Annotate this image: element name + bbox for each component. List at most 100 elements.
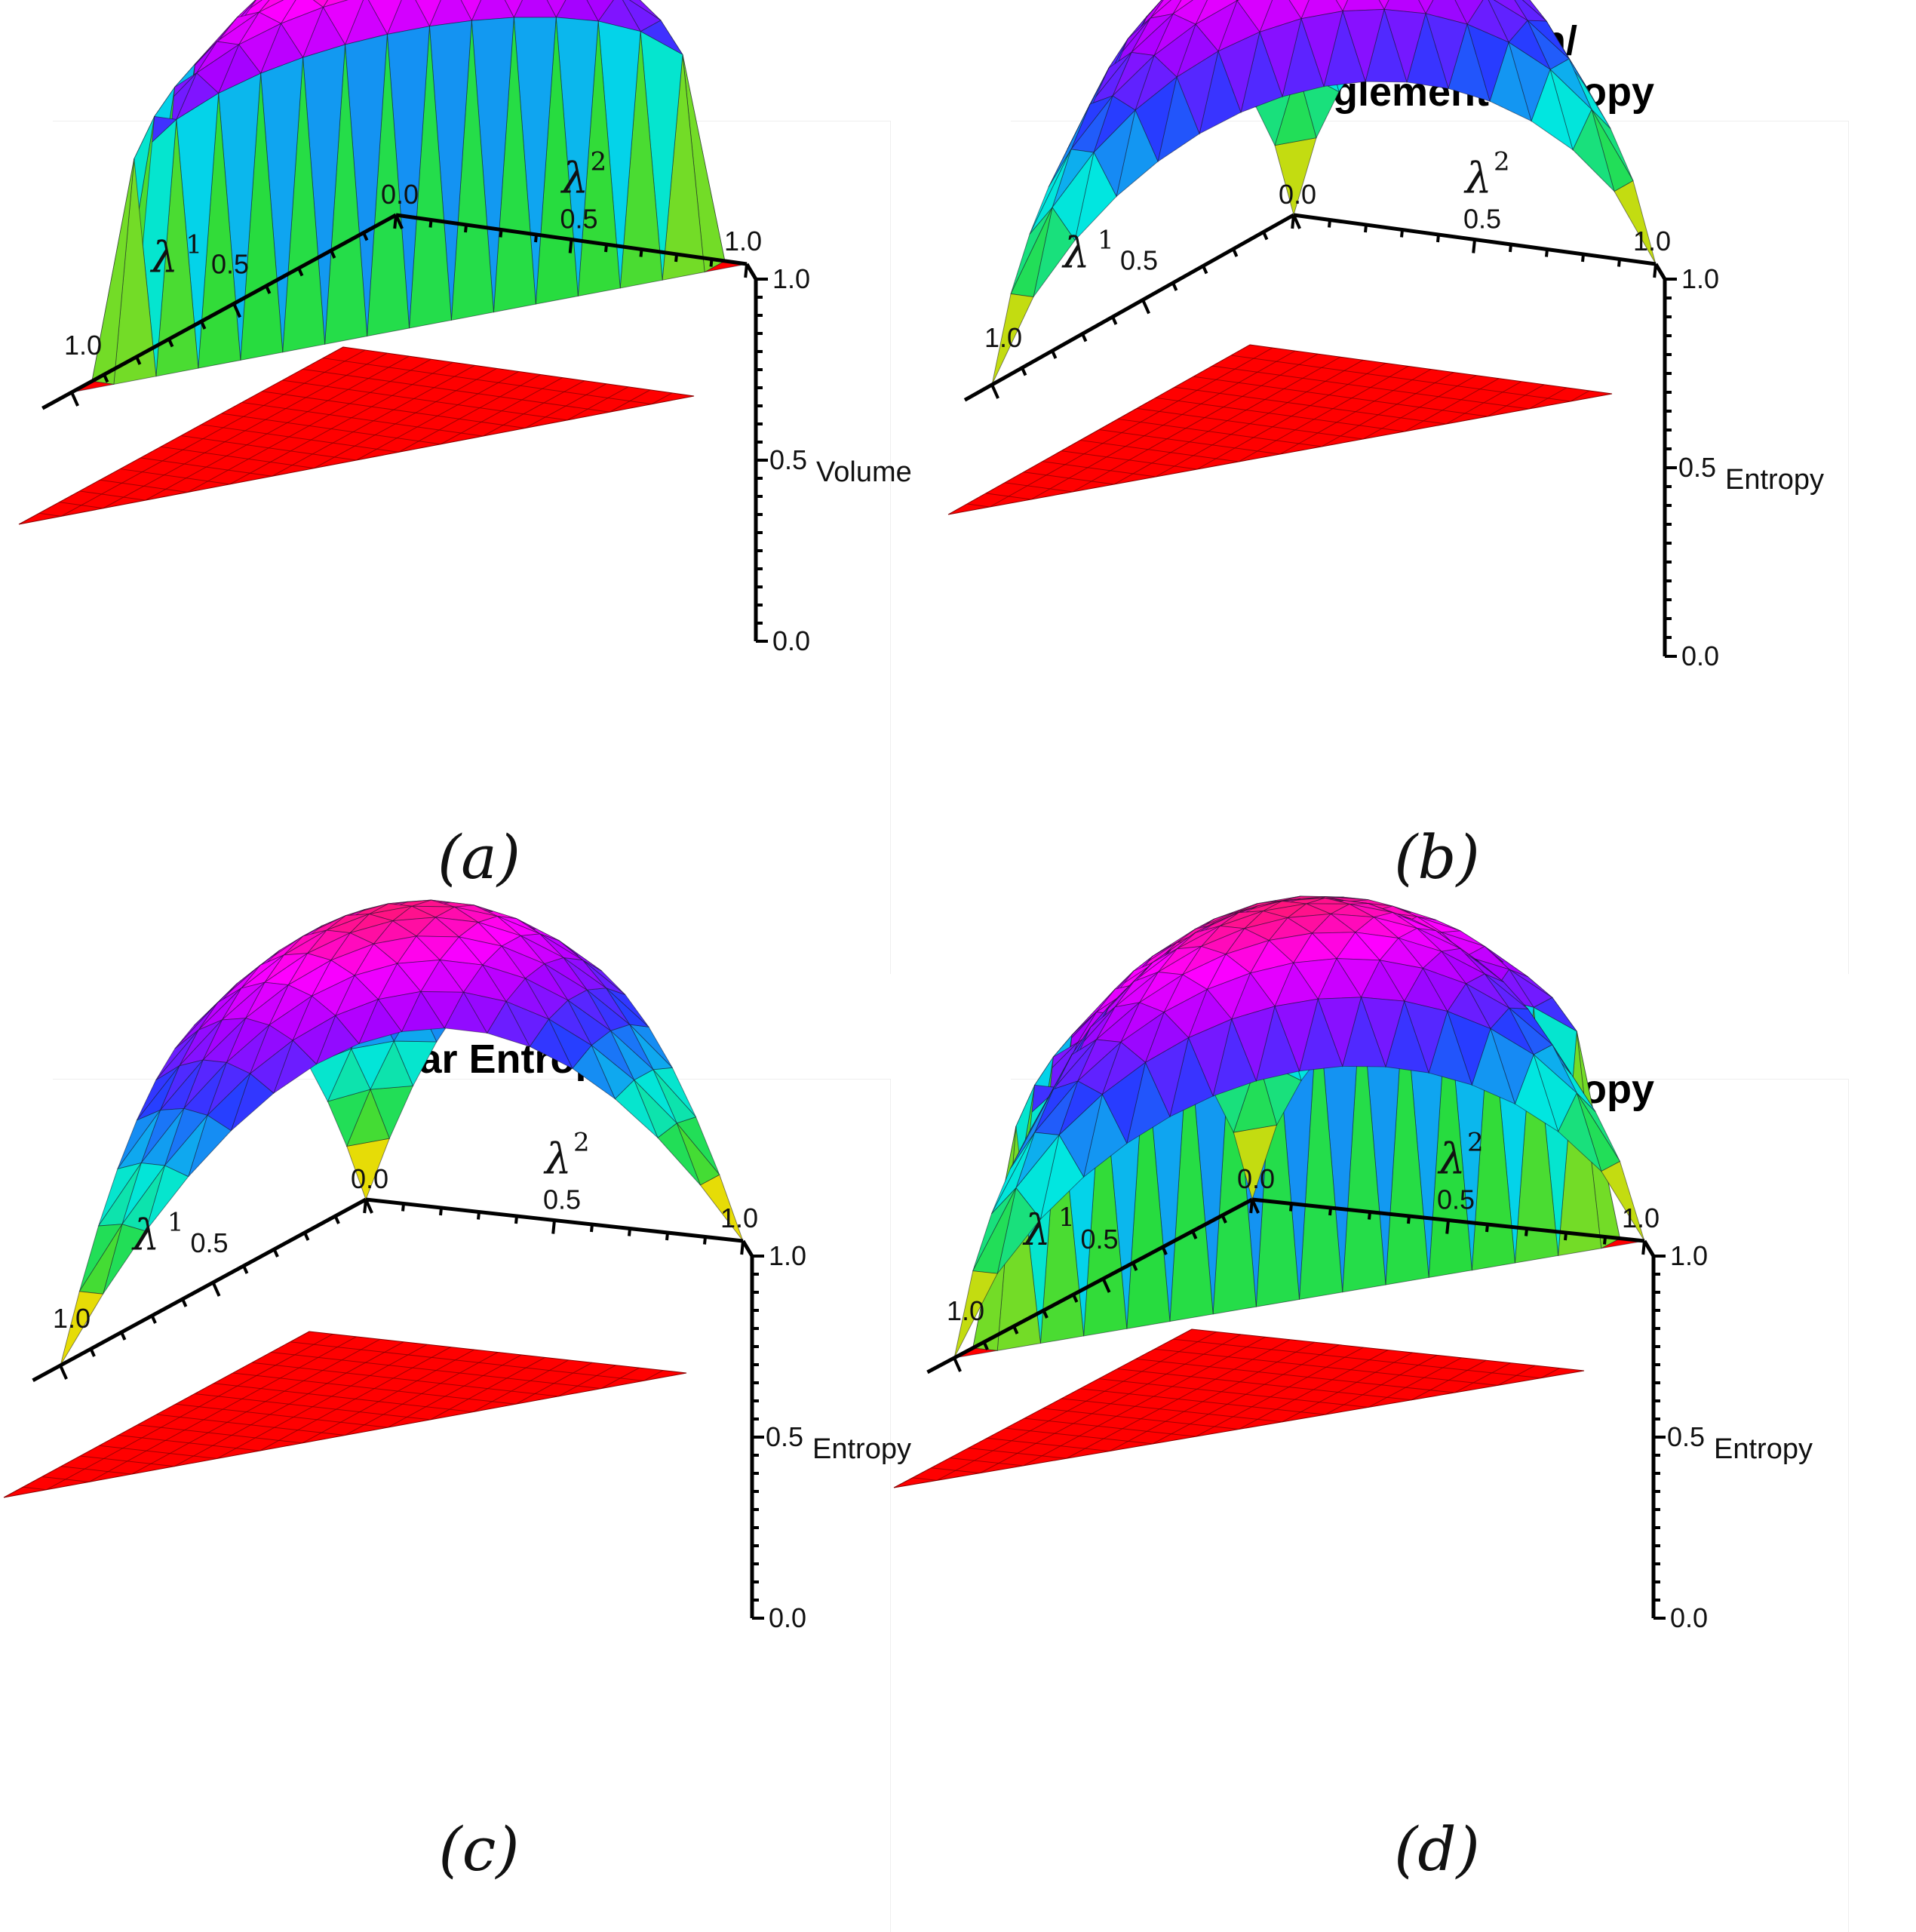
panel-caption: (c) — [0, 1814, 958, 1884]
lambda2-axis-label: λ — [1463, 155, 1492, 204]
lambda1-tick-label: 0.5 — [190, 1227, 228, 1258]
lambda1-tick-label: 0.0 — [1279, 179, 1316, 210]
lambda2-tick — [591, 1224, 592, 1232]
lambda2-axis-label: λ — [560, 155, 589, 204]
axis-corner — [747, 264, 756, 279]
panel-caption: (b) — [958, 822, 1916, 892]
base-face — [948, 345, 1612, 514]
panel-a: Volume 1.00.50.0λ10.51.0λ21.00.5Volume0.… — [0, 0, 958, 958]
lambda1-tick — [275, 1249, 278, 1257]
panel-caption: (d) — [958, 1814, 1916, 1884]
lambda2-tick — [364, 1199, 366, 1213]
z-tick-label: 0.5 — [766, 1421, 803, 1452]
lambda1-axis-label: λ — [150, 234, 179, 283]
lambda2-axis-superscript: 2 — [591, 147, 607, 177]
lambda1-axis-superscript: 1 — [186, 230, 202, 260]
z-tick-label: 1.0 — [769, 1240, 806, 1271]
lambda1-tick — [336, 1216, 339, 1224]
z-tick-label: 0.5 — [1667, 1421, 1705, 1452]
lambda2-tick-label: 1.0 — [1622, 1203, 1660, 1233]
z-axis-label: Volume — [816, 456, 912, 488]
lambda2-tick — [1251, 1199, 1252, 1213]
lambda1-tick — [1022, 368, 1026, 376]
lambda1-axis-superscript: 1 — [167, 1207, 184, 1237]
lambda2-tick — [1526, 1229, 1527, 1236]
lambda1-axis-superscript: 1 — [1058, 1203, 1075, 1233]
lambda2-axis-label: λ — [1437, 1135, 1466, 1184]
z-tick-label: 0.5 — [769, 444, 807, 475]
lambda2-tick — [1654, 264, 1656, 278]
base-triangle — [948, 345, 1612, 514]
lambda2-tick — [1565, 1233, 1566, 1240]
lambda2-tick — [1365, 225, 1366, 232]
z-axis-label: Entropy — [1725, 464, 1824, 496]
lambda2-tick-label: 0.5 — [1463, 204, 1501, 235]
lambda1-tick — [1113, 317, 1116, 324]
lambda1-tick-label: 0.0 — [351, 1163, 388, 1194]
lambda2-tick — [570, 240, 572, 253]
lambda1-tick — [60, 1365, 66, 1379]
lambda1-axis-label: λ — [1022, 1206, 1051, 1255]
z-tick-label: 1.0 — [1681, 263, 1719, 294]
lambda2-tick — [1329, 220, 1330, 228]
lambda1-axis-label: λ — [131, 1211, 160, 1260]
lambda1-tick-label: 1.0 — [64, 330, 102, 361]
lambda1-tick-label: 0.0 — [381, 179, 419, 210]
lambda2-tick — [1330, 1208, 1331, 1215]
lambda1-tick — [1052, 351, 1056, 358]
lambda2-tick — [501, 230, 502, 238]
lambda2-tick-label: 1.0 — [724, 226, 762, 256]
z-tick-label: 0.0 — [1670, 1602, 1708, 1633]
lambda1-tick — [72, 392, 78, 406]
lambda2-tick — [1292, 215, 1294, 229]
lambda2-tick — [516, 1216, 517, 1224]
lambda2-tick — [711, 260, 712, 267]
z-axis-label: Entropy — [1714, 1433, 1813, 1465]
lambda1-tick — [1203, 266, 1207, 274]
lambda2-tick — [1643, 1241, 1644, 1255]
lambda1-tick — [1264, 232, 1267, 240]
lambda2-tick-label: 0.5 — [560, 204, 597, 235]
axis-corner — [1644, 1241, 1653, 1256]
lambda2-tick — [629, 1229, 630, 1236]
lambda2-axis-label: λ — [543, 1135, 572, 1184]
lambda2-tick — [742, 1241, 743, 1255]
lambda1-tick-label: 0.5 — [1120, 245, 1158, 276]
z-axis-label: Entropy — [812, 1433, 911, 1465]
z-tick-label: 1.0 — [772, 263, 810, 294]
surface-linear-entropy — [60, 900, 743, 1365]
lambda2-tick — [676, 254, 677, 262]
lambda2-tick — [1604, 1237, 1605, 1245]
lambda2-axis-superscript: 2 — [1494, 147, 1510, 177]
axis-corner — [743, 1241, 752, 1256]
lambda1-tick — [91, 1349, 95, 1356]
lambda2-tick — [1369, 1212, 1370, 1220]
panel-caption: (a) — [0, 822, 958, 892]
lambda1-axis-superscript: 1 — [1098, 226, 1114, 256]
lambda2-axis-superscript: 2 — [573, 1128, 590, 1158]
lambda2-tick — [1473, 240, 1475, 253]
lambda1-tick — [213, 1282, 220, 1296]
lambda2-tick — [1487, 1224, 1488, 1232]
lambda1-tick — [121, 1332, 125, 1340]
lambda2-tick-label: 0.5 — [543, 1184, 581, 1215]
lambda2-tick-label: 1.0 — [1633, 226, 1671, 256]
lambda2-tick — [1510, 244, 1511, 252]
lambda2-tick — [465, 225, 466, 232]
lambda1-tick-label: 1.0 — [947, 1295, 984, 1326]
lambda1-tick — [1173, 283, 1177, 290]
base-triangle — [894, 1329, 1584, 1488]
panel-b: von Neumann/ Entanglement Entropy 1.00.5… — [958, 0, 1916, 958]
lambda1-tick — [152, 1316, 156, 1323]
lambda2-tick-label: 1.0 — [720, 1203, 758, 1233]
base-triangle — [4, 1332, 686, 1497]
lambda1-axis-label: λ — [1061, 229, 1090, 278]
z-tick-label: 0.0 — [772, 625, 810, 656]
z-tick-label: 0.0 — [1681, 640, 1719, 671]
z-tick-label: 1.0 — [1670, 1240, 1708, 1271]
lambda1-tick-label: 0.5 — [211, 249, 249, 280]
